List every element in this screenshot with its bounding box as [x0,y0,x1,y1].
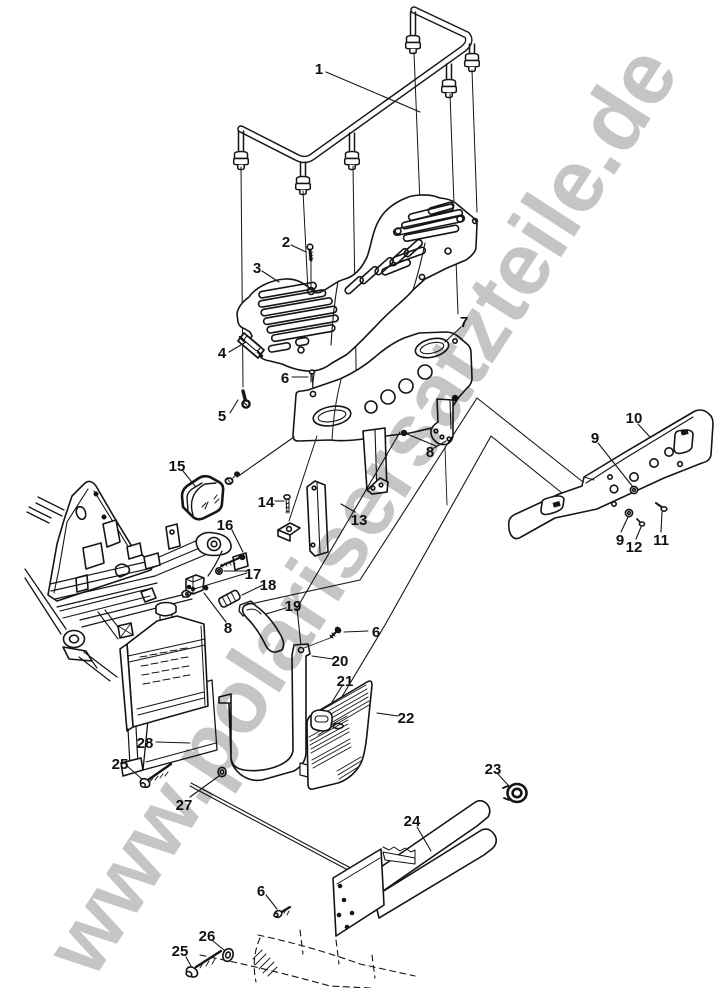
svg-text:9: 9 [591,430,599,447]
svg-text:18: 18 [260,577,277,594]
svg-text:19: 19 [285,598,302,615]
svg-text:21: 21 [337,673,354,690]
svg-text:23: 23 [485,761,502,778]
svg-text:15: 15 [169,458,186,475]
svg-text:3: 3 [253,260,261,277]
svg-text:1: 1 [315,61,323,78]
svg-text:6: 6 [372,624,380,641]
svg-text:7: 7 [460,314,468,331]
svg-text:22: 22 [398,710,415,727]
svg-text:17: 17 [245,566,262,583]
svg-text:10: 10 [626,410,643,427]
svg-text:24: 24 [404,813,421,830]
svg-text:28: 28 [137,735,154,752]
svg-text:8: 8 [426,444,434,461]
svg-text:5: 5 [218,408,226,425]
svg-text:11: 11 [653,532,669,549]
svg-text:25: 25 [172,943,189,960]
svg-text:2: 2 [282,234,290,251]
svg-text:25: 25 [112,756,129,773]
svg-text:8: 8 [224,620,232,637]
svg-text:13: 13 [351,512,368,529]
svg-text:6: 6 [257,883,265,900]
svg-text:16: 16 [217,517,234,534]
svg-text:4: 4 [218,345,227,362]
svg-text:6: 6 [281,370,289,387]
svg-text:14: 14 [258,494,275,511]
svg-text:20: 20 [332,653,349,670]
svg-text:27: 27 [176,797,193,814]
svg-text:12: 12 [626,539,643,556]
svg-text:26: 26 [199,928,216,945]
svg-text:9: 9 [616,532,624,549]
